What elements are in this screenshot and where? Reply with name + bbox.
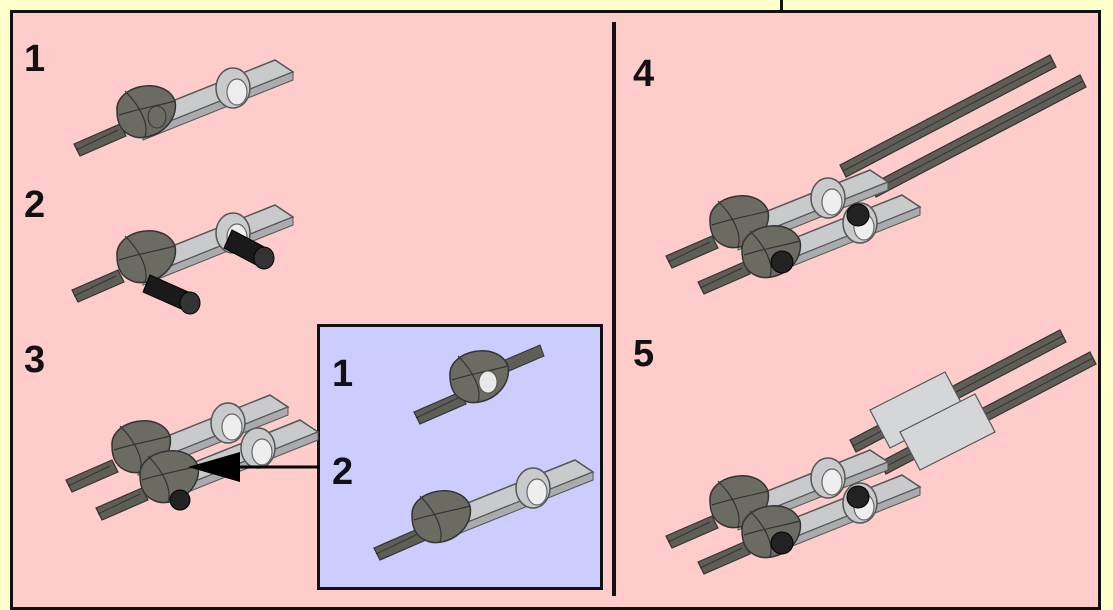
step2-part: [72, 205, 293, 314]
lego-parts-illustration: [0, 0, 1113, 596]
step4-assembly: [666, 55, 1086, 294]
step3-assembly: [66, 395, 318, 520]
subassembly1-part: [414, 345, 544, 424]
subassembly2-part: [374, 460, 593, 560]
step1-part: [74, 60, 293, 156]
step5-assembly: [666, 330, 1096, 574]
